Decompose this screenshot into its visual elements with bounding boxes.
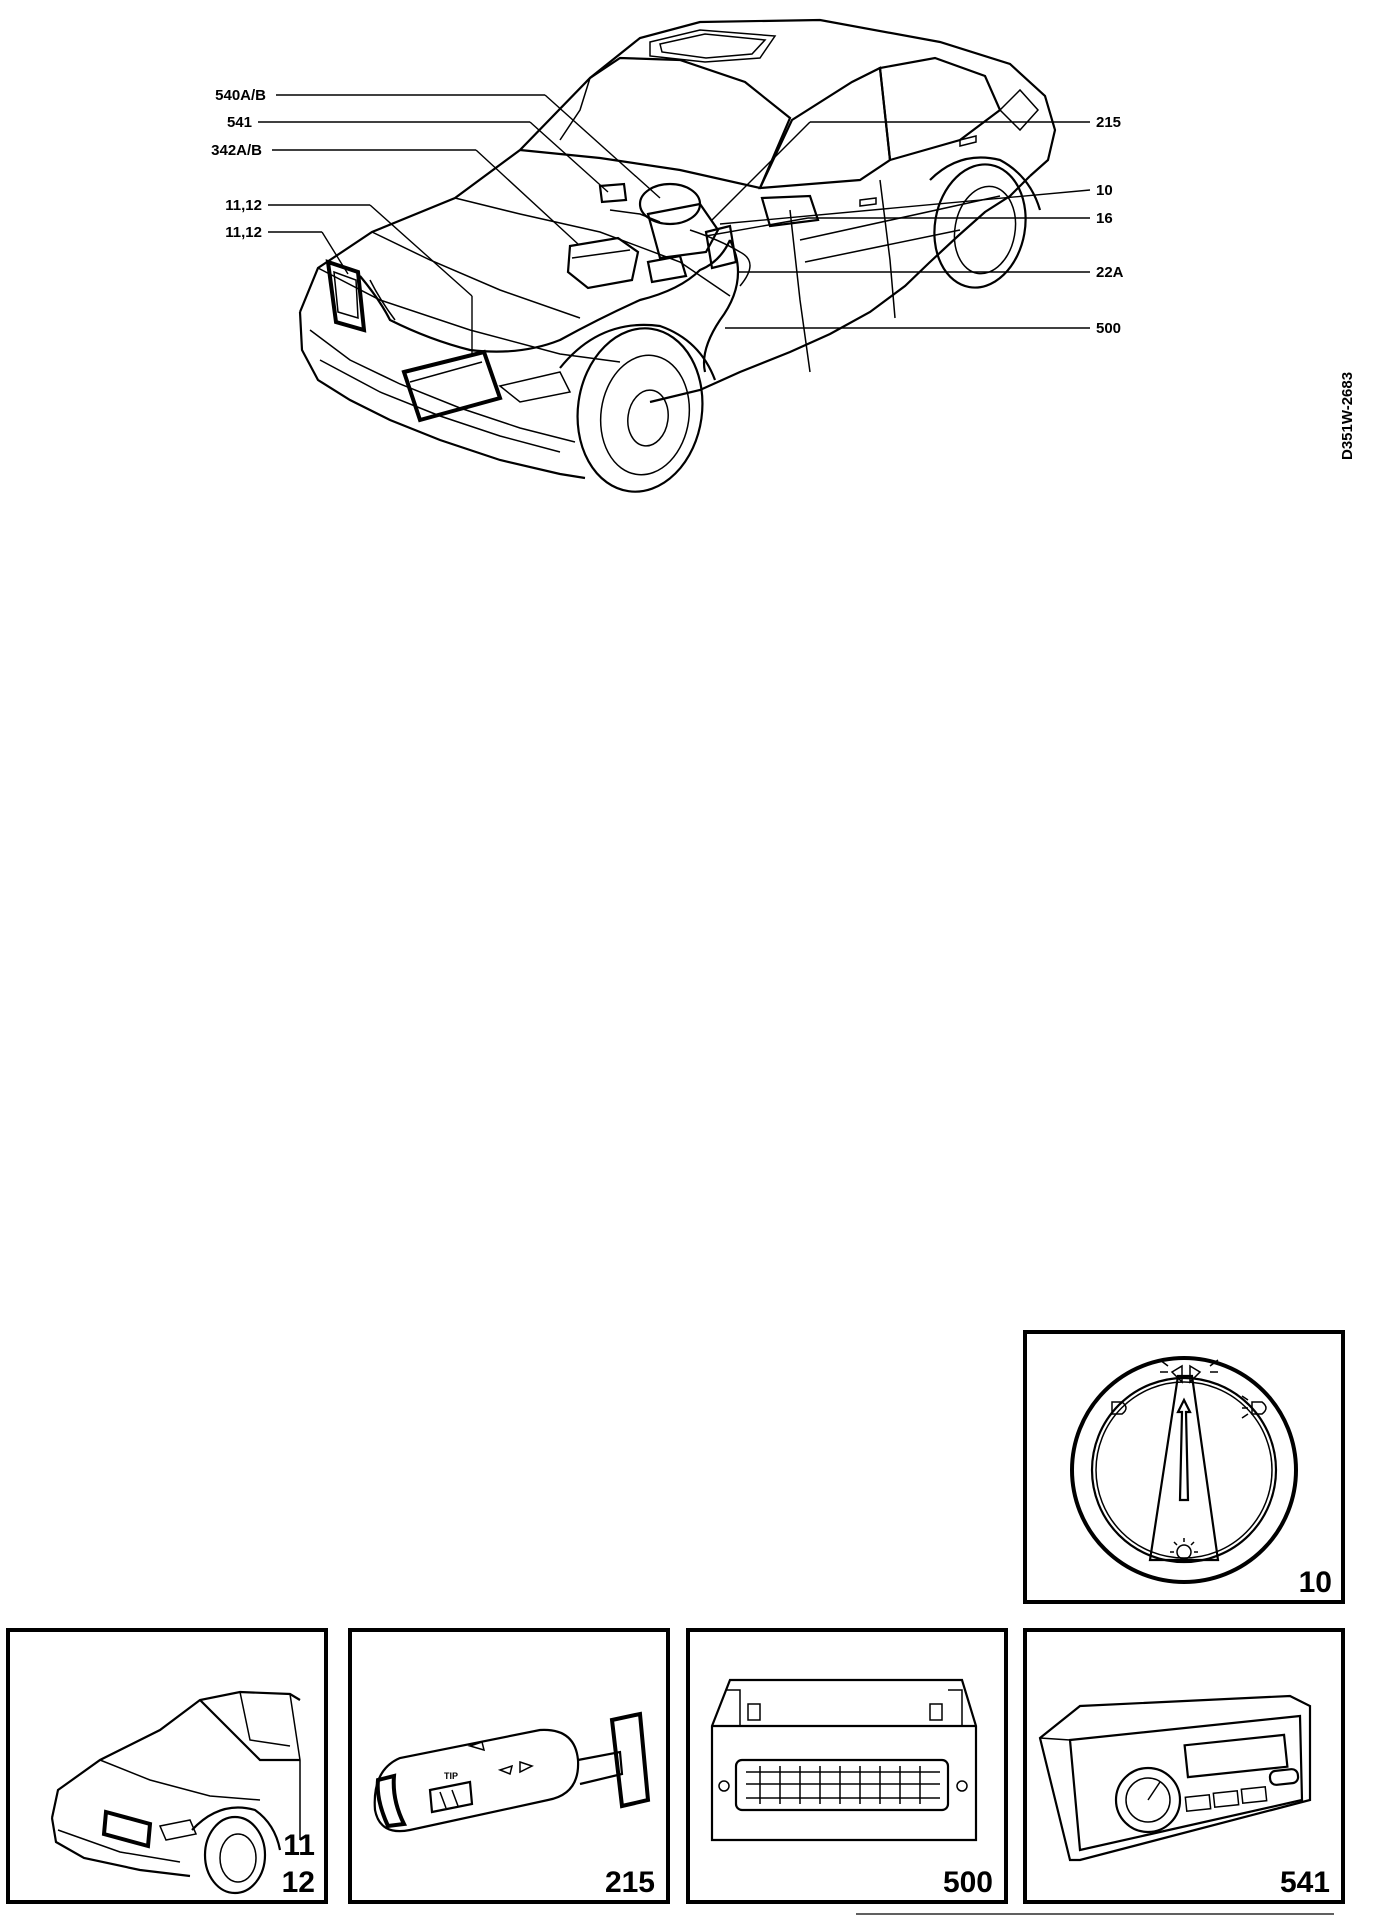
callout-22a: 22A <box>1096 264 1124 281</box>
panel-label-11: 11 <box>283 1829 315 1862</box>
callout-leaders <box>258 94 1091 355</box>
callout-215: 215 <box>1096 114 1121 131</box>
panel-label-541: 541 <box>1280 1866 1330 1899</box>
callout-342ab: 342A/B <box>211 142 262 159</box>
callout-500: 500 <box>1096 320 1121 337</box>
callout-11-12-upper: 11,12 <box>225 197 262 214</box>
detail-panel-11-12: 11 12 <box>6 1628 328 1904</box>
car-illustration <box>298 18 1057 493</box>
panel-label-12: 12 <box>282 1866 315 1899</box>
connector-pins <box>746 1766 940 1804</box>
panel-label-215: 215 <box>605 1866 655 1899</box>
panel-label-500: 500 <box>943 1866 993 1899</box>
callout-541: 541 <box>227 114 252 131</box>
callout-16: 16 <box>1096 210 1113 227</box>
detail-panel-500: 500 <box>686 1628 1008 1904</box>
detail-panel-10: 10 <box>1023 1330 1345 1604</box>
callout-labels: 540A/B 541 342A/B 11,12 11,12 215 10 16 … <box>211 87 1124 337</box>
callout-540ab: 540A/B <box>215 87 266 104</box>
callout-11-12-lower: 11,12 <box>225 224 262 241</box>
switch-tip-marking: TIP <box>444 1771 458 1781</box>
detail-panel-541: 541 <box>1023 1628 1345 1904</box>
figure-code: D351W-2683 <box>1339 372 1356 460</box>
detail-panel-215: TIP 215 <box>348 1628 670 1904</box>
panel-label-10: 10 <box>1299 1566 1332 1599</box>
callout-10: 10 <box>1096 182 1113 199</box>
